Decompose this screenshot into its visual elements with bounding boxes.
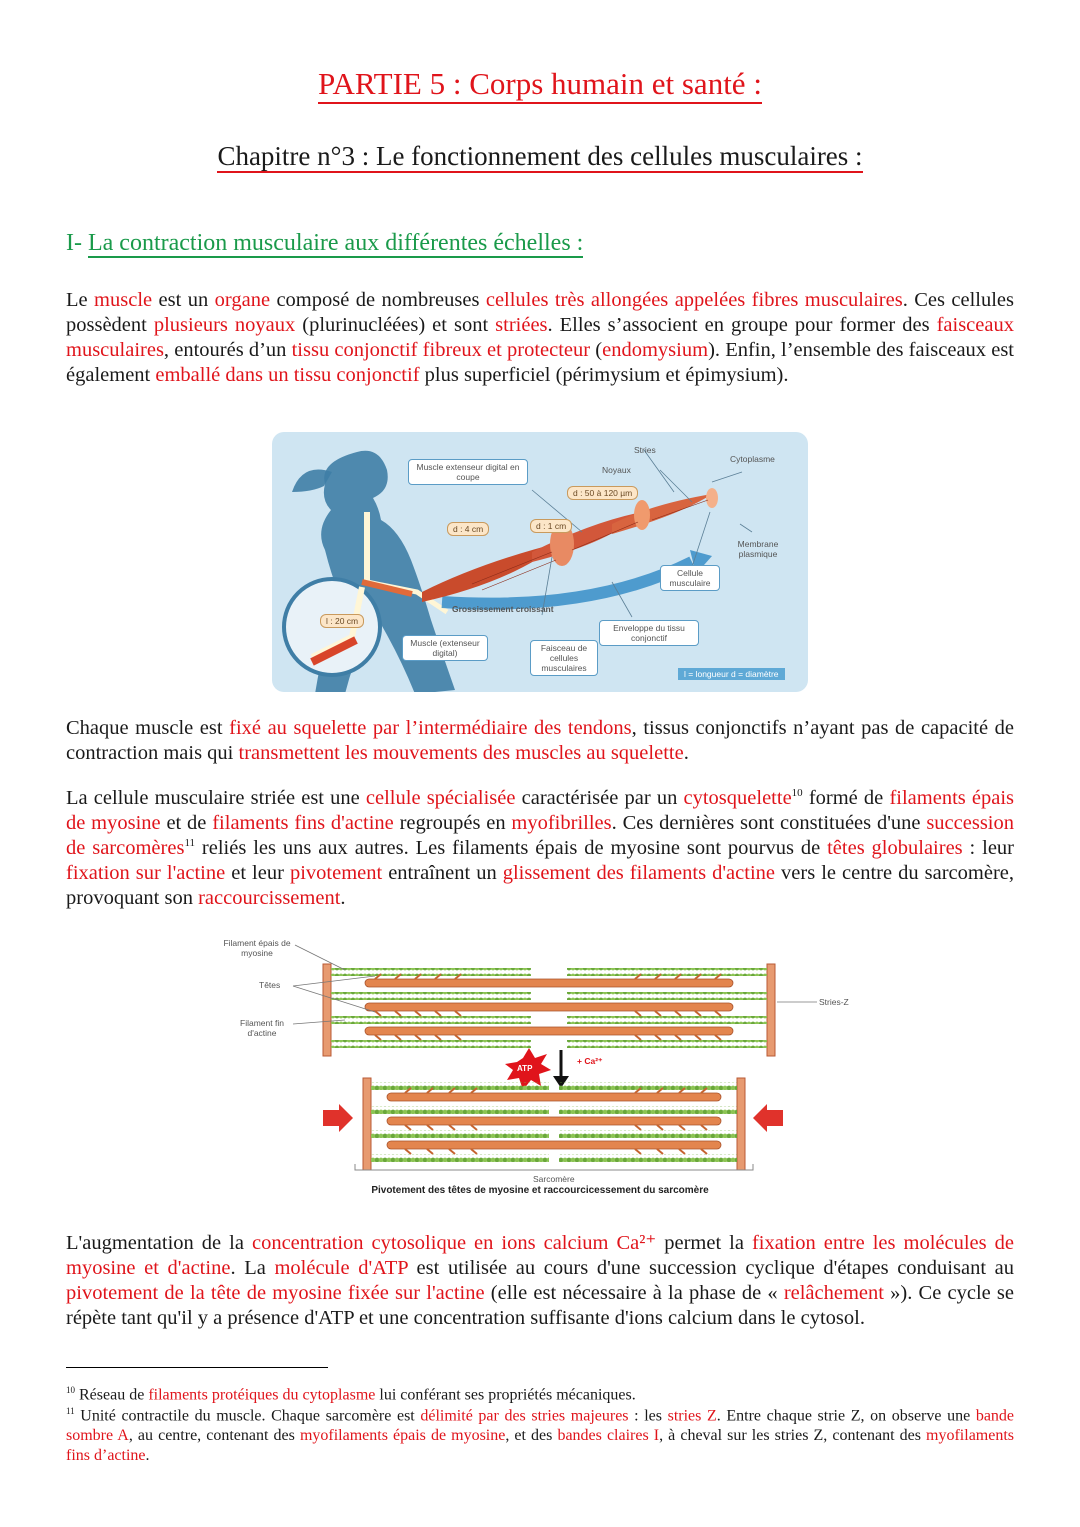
label-enveloppe: Enveloppe du tissu conjonctif <box>599 620 699 646</box>
label-cellule: Cellule musculaire <box>660 565 720 591</box>
label-cytoplasme: Cytoplasme <box>730 454 775 464</box>
label-legende: l = longueur d = diamètre <box>678 668 785 680</box>
label-membrane: Membrane plasmique <box>737 539 779 559</box>
footnote-10: 10 Réseau de filaments protéiques du cyt… <box>66 1385 636 1404</box>
sarcomere-figure: Filament épais de myosine Têtes Filament… <box>215 932 865 1202</box>
section-title: I- La contraction musculaire aux différe… <box>66 230 584 258</box>
footnote-11: 11 Unité contractile du muscle. Chaque s… <box>66 1406 1015 1465</box>
sarcomere-relaxed <box>322 963 776 1057</box>
muscle-scales-figure: Muscle extenseur digital en coupe Stries… <box>272 432 808 692</box>
label-calcium: + Ca²⁺ <box>577 1056 603 1066</box>
label-muscle-coupe: Muscle extenseur digital en coupe <box>408 459 528 485</box>
label-diameter-cell: d : 50 à 120 µm <box>567 486 639 500</box>
part-title: PARTIE 5 : Corps humain et santé : <box>0 66 1080 104</box>
label-muscle-extenseur: Muscle (extenseur digital) <box>402 635 488 661</box>
label-filament-fin: Filament fin d'actine <box>240 1018 284 1038</box>
sarcomere-illustration <box>292 944 817 1171</box>
chapter-title: Chapitre n°3 : Le fonctionnement des cel… <box>217 141 863 173</box>
label-faisceau: Faisceau de cellules musculaires <box>530 640 598 676</box>
label-stries-z: Stries-Z <box>819 997 849 1007</box>
paragraph-tendons: Chaque muscle est fixé au squelette par … <box>66 717 1014 764</box>
figure-caption: Pivotement des têtes de myosine et racco… <box>371 1185 709 1196</box>
label-atp: ATP <box>517 1064 533 1073</box>
label-grossissement: Grossissement croissant <box>452 604 554 614</box>
label-noyaux: Noyaux <box>602 465 631 475</box>
label-length-20cm: l : 20 cm <box>320 614 365 628</box>
label-sarcomere: Sarcomère <box>533 1174 575 1184</box>
label-diameter-4cm: d : 4 cm <box>447 522 490 536</box>
paragraph-muscle: Le muscle est un organe composé de nombr… <box>66 289 1015 386</box>
label-tetes: Têtes <box>259 980 281 990</box>
sarcomere-contracted <box>323 1077 783 1171</box>
paragraph-calcium: L'augmentation de la concentration cytos… <box>66 1232 1015 1329</box>
paragraph-cellule-striee: La cellule musculaire striée est une cel… <box>66 787 1015 909</box>
label-stries: Stries <box>634 445 656 455</box>
footnote-separator <box>66 1367 328 1368</box>
label-filament-epais: Filament épais de myosine <box>223 938 291 958</box>
label-diameter-1cm: d : 1 cm <box>530 519 573 533</box>
